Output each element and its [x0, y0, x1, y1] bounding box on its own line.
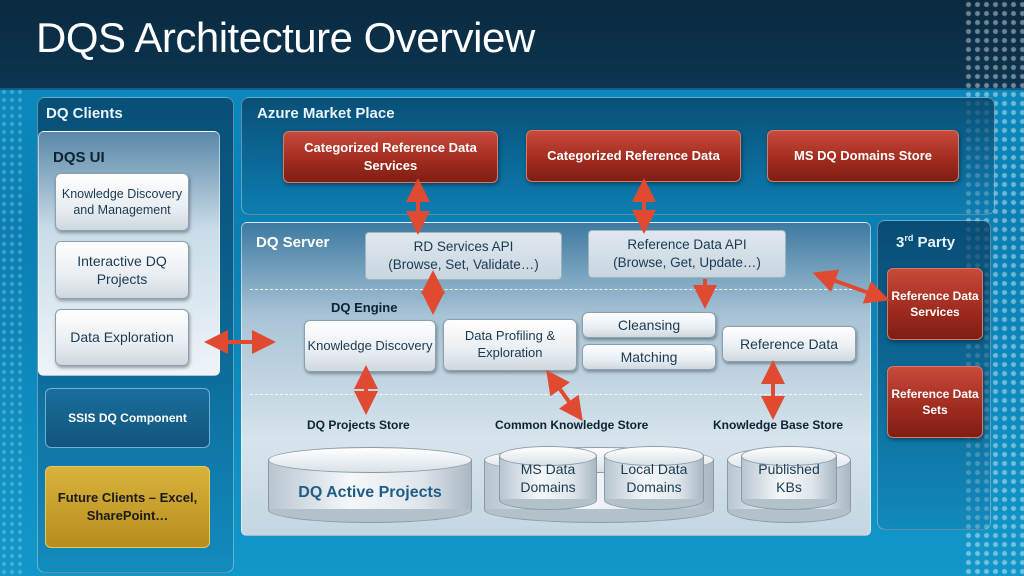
common-knowledge-store-label: Common Knowledge Store — [495, 418, 649, 432]
azure-market-place-label: Azure Market Place — [257, 105, 395, 122]
data-profiling-exploration-box[interactable]: Data Profiling & Exploration — [443, 319, 577, 371]
ms-data-domains-label: MS Data Domains — [520, 461, 576, 496]
future-clients-box[interactable]: Future Clients – Excel, SharePoint… — [45, 466, 210, 548]
ms-data-domains-cylinder[interactable]: MS Data Domains — [499, 446, 597, 510]
dq-active-projects-cylinder[interactable]: DQ Active Projects — [268, 447, 472, 523]
ms-dq-domains-store-box[interactable]: MS DQ Domains Store — [767, 130, 959, 182]
knowledge-discovery-box[interactable]: Knowledge Discovery — [304, 320, 436, 372]
arrow-refapi-to-third-party — [812, 269, 890, 304]
knowledge-discovery-management-box[interactable]: Knowledge Discovery and Management — [55, 173, 189, 231]
published-kbs-label: Published KBs — [758, 461, 820, 496]
dq-active-projects-label: DQ Active Projects — [298, 484, 442, 501]
cleansing-box[interactable]: Cleansing — [582, 312, 716, 338]
title-bar: DQS Architecture Overview — [0, 0, 1024, 90]
arrow-profiling-to-common — [546, 369, 583, 422]
local-data-domains-label: Local Data Domains — [620, 461, 688, 496]
local-data-domains-cylinder[interactable]: Local Data Domains — [604, 446, 704, 510]
interactive-dq-projects-box[interactable]: Interactive DQ Projects — [55, 241, 189, 299]
third-party-reference-data-sets-box[interactable]: Reference Data Sets — [887, 366, 983, 438]
published-kbs-inner-cylinder: Published KBs — [741, 446, 837, 510]
decorative-dots-left — [0, 88, 22, 576]
dq-server-label: DQ Server — [256, 234, 330, 251]
dq-clients-label: DQ Clients — [46, 105, 123, 122]
knowledge-base-store-label: Knowledge Base Store — [713, 418, 844, 432]
dq-engine-label: DQ Engine — [331, 300, 398, 315]
page-title: DQS Architecture Overview — [36, 14, 535, 61]
dq-projects-store-label: DQ Projects Store — [307, 418, 410, 432]
dqs-ui-label: DQS UI — [53, 149, 105, 166]
reference-data-api-box[interactable]: Reference Data API(Browse, Get, Update…) — [588, 230, 786, 278]
categorized-reference-data-services-box[interactable]: Categorized Reference Data Services — [283, 131, 498, 183]
data-exploration-box[interactable]: Data Exploration — [55, 309, 189, 366]
ssis-dq-component-box[interactable]: SSIS DQ Component — [45, 388, 210, 448]
reference-data-box[interactable]: Reference Data — [722, 326, 856, 362]
matching-box[interactable]: Matching — [582, 344, 716, 370]
rd-services-api-box[interactable]: RD Services API(Browse, Set, Validate…) — [365, 232, 562, 280]
categorized-reference-data-box[interactable]: Categorized Reference Data — [526, 130, 741, 182]
dashed-divider-top — [250, 289, 862, 290]
third-party-reference-data-services-box[interactable]: Reference Data Services — [887, 268, 983, 340]
third-party-label: 3rd Party — [896, 233, 956, 251]
